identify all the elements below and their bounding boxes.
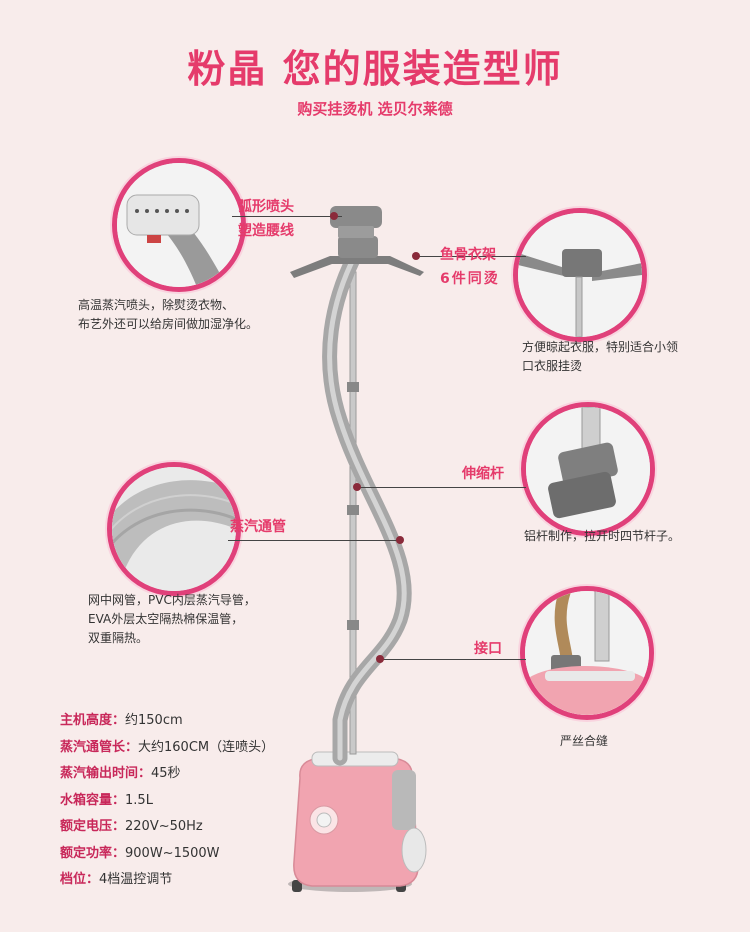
hanger-label-line2: 6件同烫 <box>440 271 500 287</box>
specs-list: 主机高度：约150cm 蒸汽通管长：大约160CM（连喷头） 蒸汽输出时间：45… <box>60 708 274 894</box>
hose-callout-line <box>228 540 400 541</box>
spec-key: 蒸汽通管长： <box>60 739 139 755</box>
nozzle-callout-dot <box>330 212 338 220</box>
hanger-callout-line <box>416 256 526 257</box>
spec-value: 900W~1500W <box>125 845 220 861</box>
nozzle-label-line2: 塑造腰线 <box>238 223 294 239</box>
spec-row-hose-length: 蒸汽通管长：大约160CM（连喷头） <box>60 735 274 762</box>
pole-label: 伸缩杆 <box>462 466 504 482</box>
joint-closeup-image <box>520 586 654 720</box>
spec-row-power: 额定功率：900W~1500W <box>60 841 274 868</box>
nozzle-description-line2: 布艺外还可以给房间做加湿净化。 <box>78 317 259 331</box>
page-title: 粉晶 您的服装造型师 <box>187 47 563 91</box>
spec-value: 220V~50Hz <box>125 819 203 834</box>
hanger-label: 鱼骨衣架 <box>440 247 496 263</box>
spec-row-steam-time: 蒸汽输出时间：45秒 <box>60 761 274 788</box>
hanger-closeup-image <box>513 208 647 342</box>
spec-key: 额定功率： <box>60 845 126 861</box>
hose-closeup-image <box>107 462 241 596</box>
nozzle-label: 弧形喷头 <box>238 199 294 215</box>
spec-value: 约150cm <box>125 713 183 728</box>
spec-row-gear: 档位：4档温控调节 <box>60 867 274 894</box>
spec-key: 额定电压： <box>60 819 126 834</box>
pole-callout-dot <box>353 483 361 491</box>
spec-row-height: 主机高度：约150cm <box>60 708 274 735</box>
spec-value: 1.5L <box>125 792 153 808</box>
joint-callout-line <box>380 659 526 660</box>
joint-description: 严丝合缝 <box>560 734 609 748</box>
spec-value: 大约160CM（连喷头） <box>138 739 275 755</box>
pole-closeup-image <box>521 402 655 536</box>
hose-description-line3: 双重隔热。 <box>88 631 149 645</box>
spec-row-voltage: 额定电压：220V~50Hz <box>60 814 274 841</box>
hose-label: 蒸汽通管 <box>230 519 286 535</box>
spec-row-tank-capacity: 水箱容量：1.5L <box>60 788 274 815</box>
spec-value: 4档温控调节 <box>99 872 173 887</box>
spec-key: 蒸汽输出时间： <box>60 766 152 781</box>
hose-description-line2: EVA外层太空隔热棉保温管， <box>88 612 244 626</box>
nozzle-description: 高温蒸汽喷头，除熨烫衣物、 <box>78 298 235 312</box>
page-subtitle: 购买挂烫机 选贝尔莱德 <box>297 100 453 118</box>
spec-key: 主机高度： <box>60 713 126 728</box>
nozzle-callout-line <box>232 216 342 217</box>
pole-description: 铝杆制作，拉开时四节杆子。 <box>524 529 681 543</box>
hanger-callout-dot <box>412 252 420 260</box>
joint-label: 接口 <box>474 641 502 657</box>
spec-key: 水箱容量： <box>60 792 126 808</box>
hanger-description: 方便晾起衣服，特别适合小领 <box>522 340 679 354</box>
spec-value: 45秒 <box>151 766 181 781</box>
hose-callout-dot <box>396 536 404 544</box>
hanger-description-line2: 口衣服挂烫 <box>522 359 583 373</box>
spec-key: 档位： <box>60 872 100 887</box>
hose-description: 网中网管，PVC内层蒸汽导管， <box>88 593 256 607</box>
nozzle-closeup-image <box>112 158 246 292</box>
joint-callout-dot <box>376 655 384 663</box>
pole-callout-line <box>356 487 526 488</box>
